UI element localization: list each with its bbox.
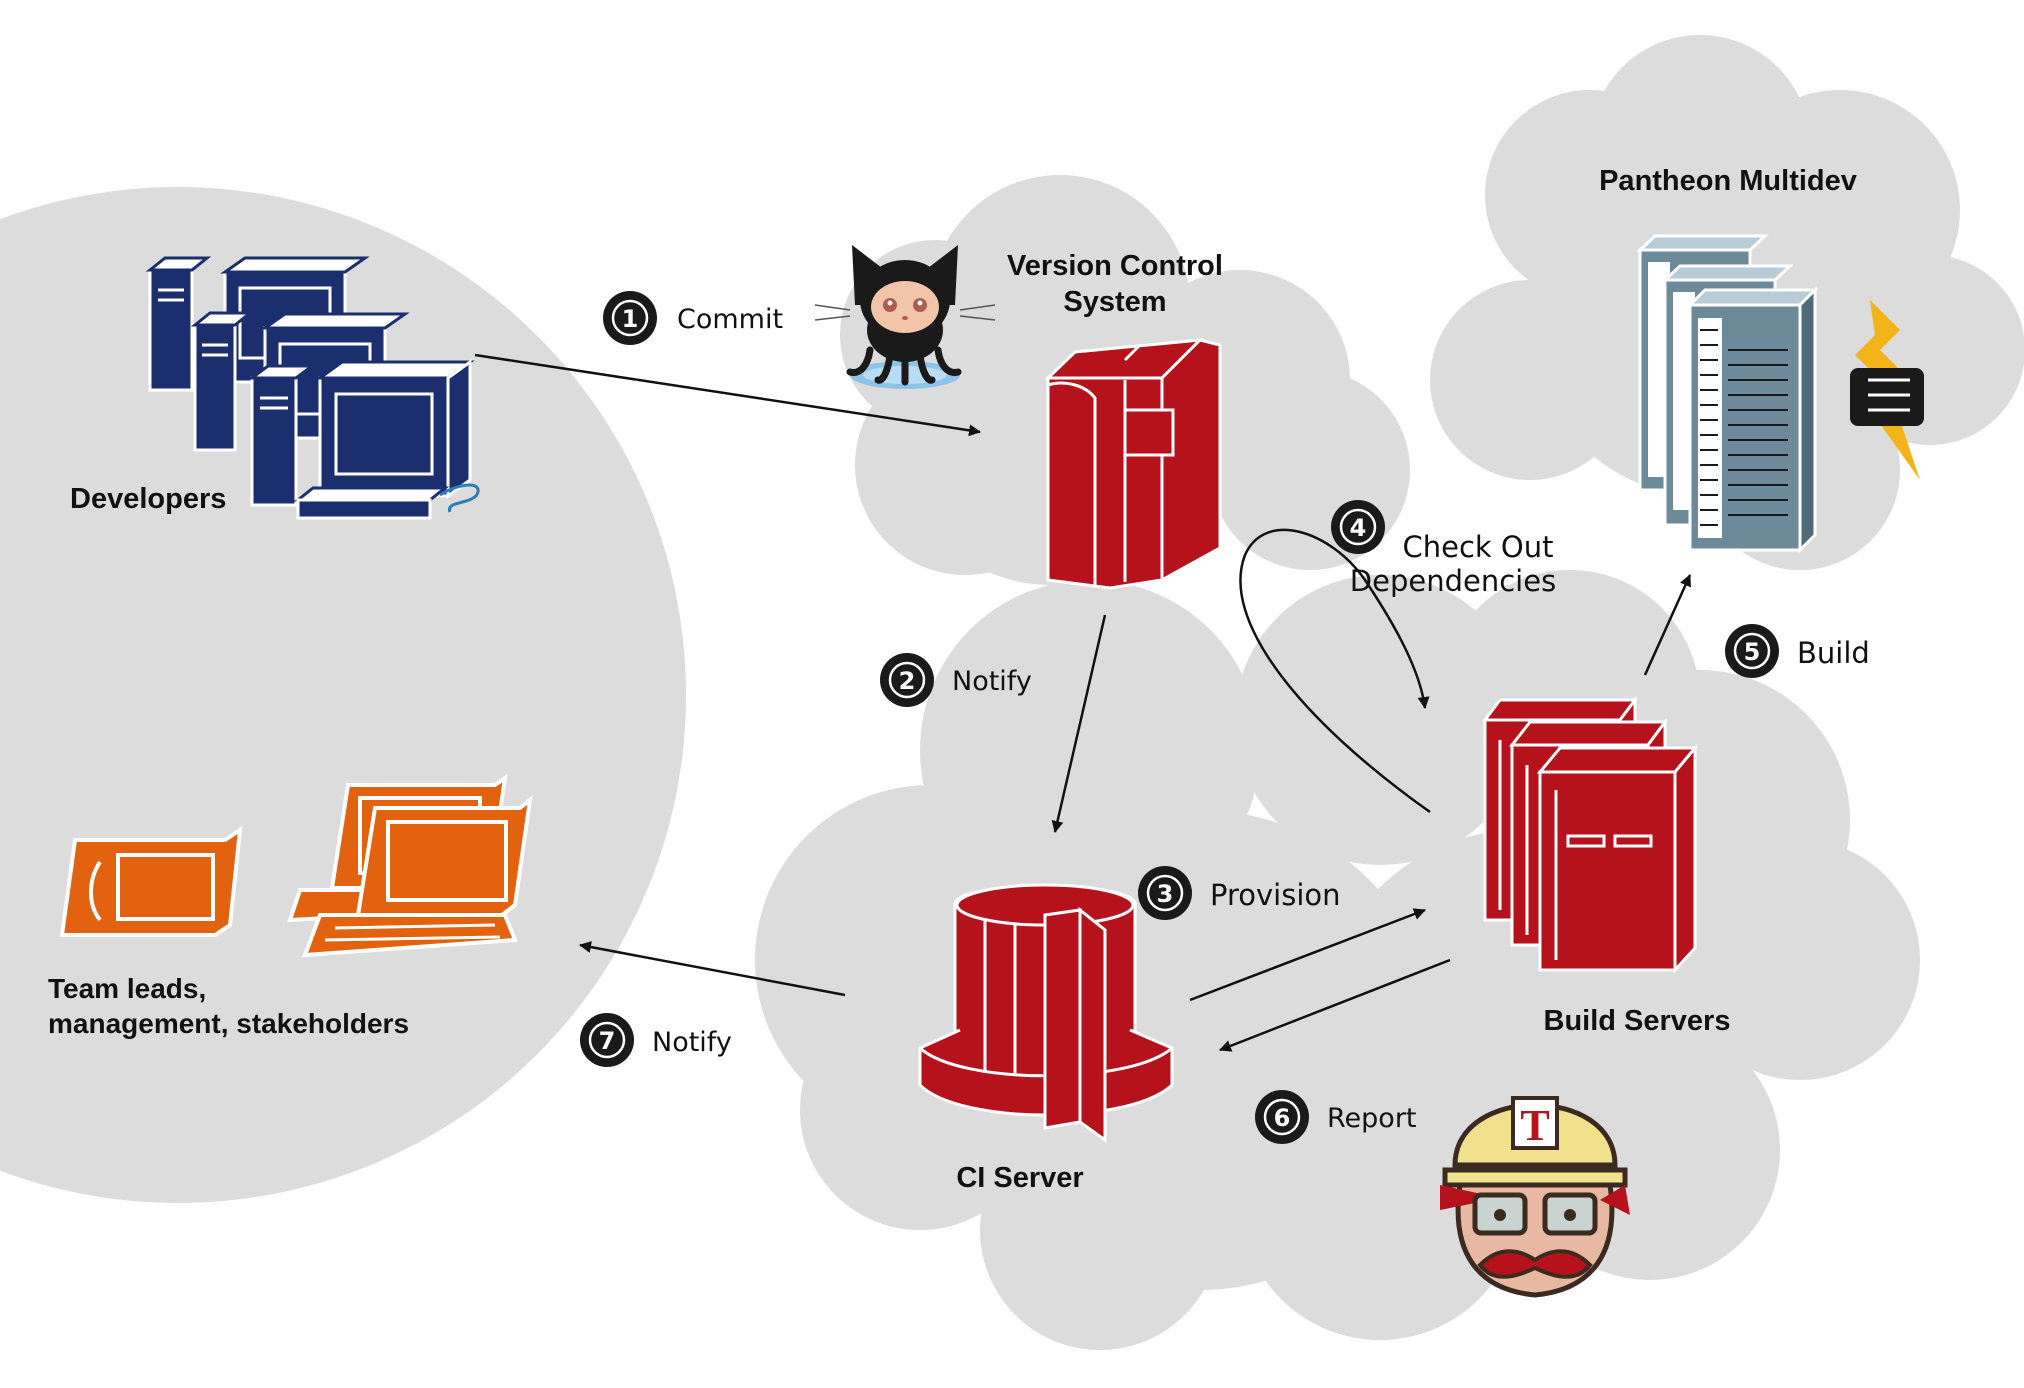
step-number: 7 [599, 1027, 616, 1055]
travis-hat-letter: T [1520, 1101, 1549, 1150]
pantheon-label: Pantheon Multidev [1599, 165, 1857, 197]
step-3: 3 Provision [1138, 866, 1341, 920]
step-badge [1255, 1090, 1309, 1144]
notify-ci-arrow [1051, 614, 1107, 833]
step-badge [603, 291, 657, 345]
commit-arrow [474, 353, 981, 437]
build-server [1536, 743, 1699, 974]
developer-zone-circle [0, 187, 686, 1203]
step-number: 1 [622, 305, 639, 333]
step-number: 5 [1744, 638, 1761, 666]
step-label-line2: Dependencies [1350, 564, 1556, 598]
step-5: 5 Build [1725, 624, 1870, 678]
step-1: 1 Commit [603, 291, 783, 345]
step-badge [880, 653, 934, 707]
step-number: 4 [1350, 514, 1367, 542]
step-label: Report [1327, 1103, 1417, 1134]
developers-label: Developers [70, 483, 226, 515]
step-label: Notify [652, 1027, 732, 1058]
stakeholders-label-line1: Team leads, [48, 973, 206, 1004]
github-octocat-icon [814, 245, 996, 389]
ci-server-label: CI Server [956, 1162, 1083, 1194]
step-number: 3 [1157, 880, 1174, 908]
step-number: 2 [899, 667, 916, 695]
vcs-label-line1: Version Control [1007, 250, 1223, 282]
build-servers-icon [1482, 695, 1699, 974]
vcs-label-line2: System [1063, 286, 1166, 318]
notify-stakeholders-arrow [579, 941, 846, 997]
step-label-line1: Check Out [1402, 530, 1553, 564]
step-badge [580, 1013, 634, 1067]
step-badge [1331, 500, 1385, 554]
checkout-dependencies-arrow [1239, 528, 1431, 814]
developer-tower [247, 364, 317, 507]
step-label: Build [1797, 636, 1870, 670]
build-arrow [1643, 574, 1692, 676]
developer-tower [190, 311, 255, 452]
developer-mouse [439, 483, 480, 513]
developer-keyboard [293, 486, 450, 520]
build-servers-label: Build Servers [1544, 1005, 1731, 1037]
developer-tower [145, 256, 212, 392]
step-7: 7 Notify [580, 1013, 732, 1067]
pantheon-servers-icon [1636, 234, 1819, 554]
pantheon-bolt-icon [1850, 300, 1924, 480]
step-4: 4 Check Out Dependencies [1331, 500, 1556, 598]
pantheon-rack [1686, 286, 1819, 554]
developer-monitor [315, 359, 475, 499]
step-6: 6 Report [1255, 1090, 1417, 1144]
report-arrow [1219, 958, 1451, 1052]
tablet-device [59, 825, 243, 937]
vcs-server-icon [1044, 338, 1222, 590]
step-label: Provision [1210, 878, 1341, 912]
developer-workstations [145, 256, 480, 520]
provision-arrow [1189, 908, 1426, 1002]
step-label: Notify [952, 666, 1032, 697]
pantheon-cloud [1430, 35, 2024, 570]
step-badge [1725, 624, 1779, 678]
travis-mascot-icon: T [1440, 1096, 1630, 1298]
stakeholder-devices [59, 773, 533, 958]
step-label: Commit [677, 304, 783, 335]
step-badge [1138, 866, 1192, 920]
ci-server-icon [918, 883, 1174, 1143]
step-2: 2 Notify [880, 653, 1032, 707]
stakeholders-label-line2: management, stakeholders [48, 1008, 409, 1039]
laptop-device [302, 795, 533, 958]
step-number: 6 [1274, 1104, 1291, 1132]
